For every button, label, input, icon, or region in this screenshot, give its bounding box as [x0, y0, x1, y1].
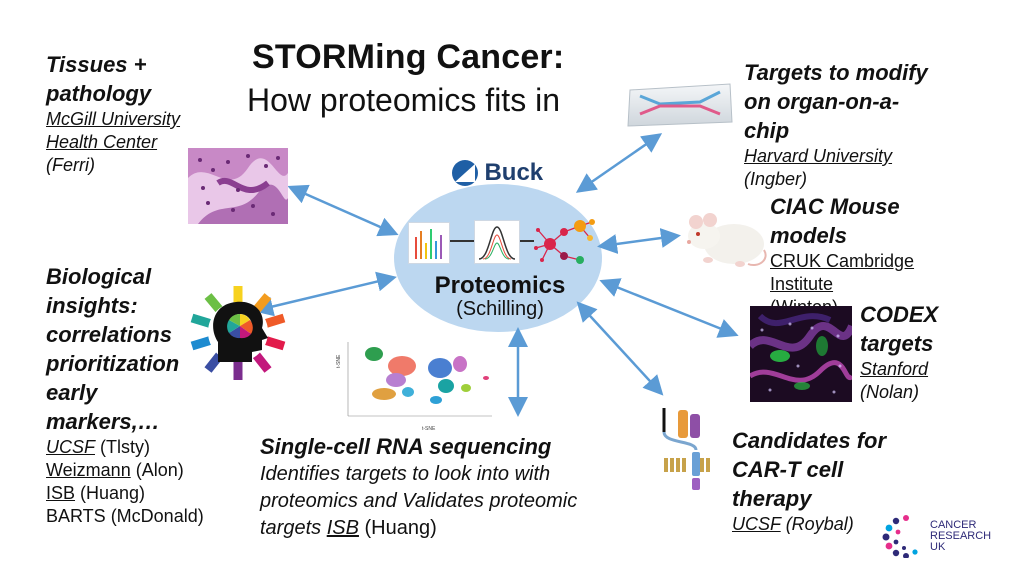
buck-logo-text: Buck [484, 159, 544, 186]
scrna-line3-text: targets [260, 517, 327, 539]
tissues-heading2: pathology [46, 81, 152, 106]
bio-ref-2: ISB (Huang) [46, 482, 204, 505]
tissues-inst2[interactable]: Health Center [46, 132, 158, 152]
arrow-cart [576, 301, 664, 396]
codex-person: (Nolan) [860, 382, 920, 402]
bio-h4: prioritization [46, 351, 180, 376]
scrna-line2: proteomics and Validates proteomic [260, 490, 578, 512]
scrna-block: Single-cell RNA sequencing Identifies ta… [260, 432, 577, 542]
bio-ref-inst[interactable]: Weizmann [46, 460, 131, 480]
arrow-codex [599, 278, 739, 338]
codex-h1: CODEX [860, 302, 939, 327]
tsne-xlabel: t-SNE [422, 426, 436, 432]
cart-person: (Roybal) [780, 514, 854, 534]
title-line2: How proteomics fits in [247, 82, 560, 118]
cart-h2: CAR-T cell [732, 457, 844, 482]
mouse-block: CIAC Mouse models CRUK Cambridge Institu… [770, 192, 914, 308]
bio-ref-person: BARTS (McDonald) [46, 506, 204, 526]
scrna-inst[interactable]: ISB [326, 517, 359, 539]
scrna-heading: Single-cell RNA sequencing [260, 434, 552, 459]
bio-h3: correlations [46, 322, 172, 347]
cart-block: Candidates for CAR-T cell therapy UCSF (… [732, 426, 886, 536]
cruk-line3: UK [930, 541, 946, 553]
codex-image [750, 306, 852, 402]
codex-inst[interactable]: Stanford [860, 359, 929, 379]
mouse-inst1[interactable]: CRUK Cambridge [770, 251, 915, 271]
center-connector-2 [520, 240, 534, 242]
tissues-heading1: Tissues + [46, 52, 147, 77]
cancer-research-uk-logo: CANCER RESEARCH UK [882, 512, 1000, 562]
bio-h2: insights: [46, 293, 138, 318]
organ-h2: on organ-on-a- [744, 89, 900, 114]
tsne-plot: t-SNE t-SNE [336, 336, 496, 432]
tissue-histology-image [188, 148, 288, 224]
cart-ref: UCSF (Roybal) [732, 513, 886, 536]
bio-ref-inst[interactable]: UCSF [46, 437, 95, 457]
proteomics-person: (Schilling) [456, 298, 544, 320]
arrow-organ [575, 133, 663, 193]
tissues-inst1[interactable]: McGill University [46, 109, 181, 129]
buck-logo-icon [452, 160, 478, 186]
mouse-image [678, 204, 770, 272]
cruk-line2: RESEARCH [930, 530, 992, 542]
bio-ref-0: UCSF (Tlsty) [46, 436, 204, 459]
cruk-line1: CANCER [930, 519, 977, 531]
organ-inst[interactable]: Harvard University [744, 146, 893, 166]
tissues-person: (Ferri) [46, 155, 95, 175]
bio-ref-person: (Huang) [75, 483, 146, 503]
cruk-logo-icon [882, 515, 918, 558]
cart-h3: therapy [732, 486, 812, 511]
bio-h6: markers,… [46, 409, 160, 434]
peak-chart-icon [474, 220, 520, 264]
center-connector-1 [450, 240, 474, 242]
bio-h5: early [46, 380, 98, 405]
cart-h1: Candidates for [732, 428, 887, 453]
organ-person: (Ingber) [744, 169, 808, 189]
bio-ref-inst[interactable]: ISB [46, 483, 76, 503]
bio-h1: Biological [46, 264, 152, 289]
scrna-person: (Huang) [358, 517, 437, 539]
mouse-h1: CIAC Mouse [770, 194, 900, 219]
mouse-person: (Winton) [770, 297, 839, 308]
mouse-h2: models [770, 223, 848, 248]
bar-chart-icon [408, 222, 450, 264]
car-t-receptor-icon [656, 404, 720, 494]
codex-block: CODEX targets Stanford (Nolan) [860, 300, 938, 404]
scrna-line1: Identifies targets to look into with [260, 463, 551, 485]
mouse-inst2[interactable]: Institute [770, 274, 834, 294]
organ-block: Targets to modify on organ-on-a- chip Ha… [744, 58, 928, 191]
bio-block: Biological insights: correlations priori… [46, 262, 204, 528]
network-icon [534, 216, 598, 272]
cruk-text: CANCER RESEARCH UK [930, 520, 991, 553]
buck-logo: Buck [450, 158, 543, 188]
organ-h1: Targets to modify [744, 60, 928, 85]
organ-h3: chip [744, 118, 790, 143]
bio-ref-person: (Alon) [130, 460, 184, 480]
scrna-line3: targets ISB (Huang) [260, 515, 577, 542]
title-line1: STORMing Cancer: [252, 38, 565, 76]
bio-ref-person: (Tlsty) [95, 437, 150, 457]
rainbow-head-icon [180, 282, 300, 382]
arrow-tissues [287, 184, 399, 237]
bio-ref-1: Weizmann (Alon) [46, 459, 204, 482]
organ-chip-image [624, 80, 736, 130]
bio-ref-3: BARTS (McDonald) [46, 505, 204, 528]
codex-h2: targets [860, 331, 934, 356]
arrow-mouse [597, 228, 681, 254]
tsne-ylabel: t-SNE [336, 354, 342, 368]
cart-inst[interactable]: UCSF [732, 514, 781, 534]
arrow-bio [253, 271, 397, 317]
tissues-block: Tissues + pathology McGill University He… [46, 50, 180, 177]
proteomics-label: Proteomics [434, 272, 566, 299]
